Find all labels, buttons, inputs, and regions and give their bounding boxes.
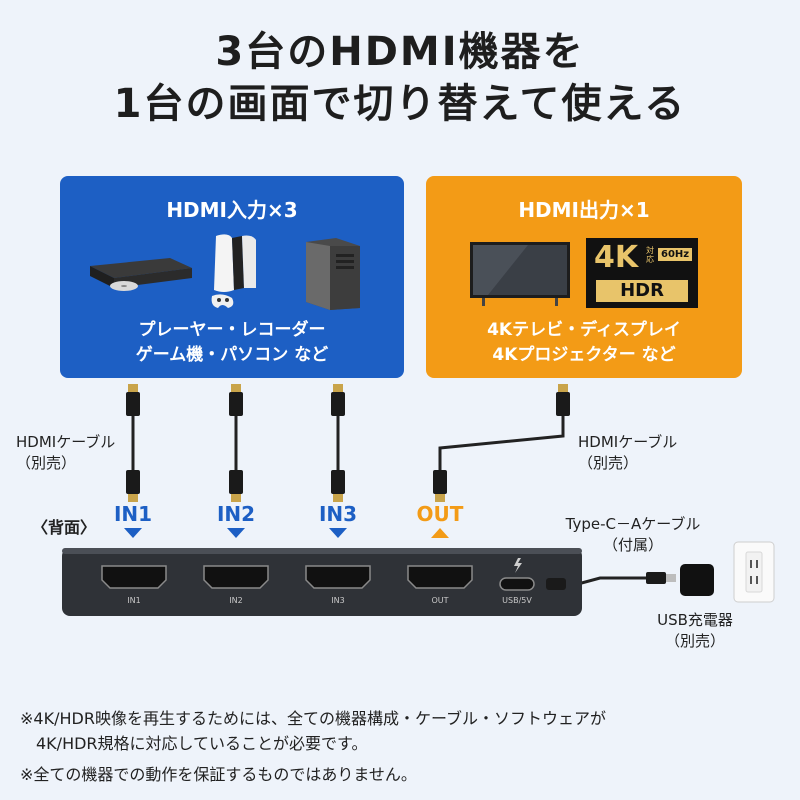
port-label-in2: IN2 — [216, 502, 256, 526]
input-panel-caption: プレーヤー・レコーダー ゲーム機・パソコン など — [60, 318, 404, 368]
headline-line2: 1台の画面で切り替えて使える — [113, 81, 687, 127]
4k-hdr-badge: 4K 対応 60Hz HDR — [586, 238, 698, 308]
input-caption-line2: ゲーム機・パソコン など — [135, 345, 329, 365]
port-label-out: OUT — [416, 502, 464, 526]
television-icon — [470, 242, 570, 306]
output-panel-caption: 4Kテレビ・ディスプレイ 4Kプロジェクター など — [426, 318, 742, 368]
hdmi-cable-left-line1: HDMIケーブル — [16, 433, 116, 451]
lightning-icon — [514, 558, 522, 573]
input-panel-title: HDMI入力×3 — [166, 198, 298, 222]
charger-line2: （別売） — [664, 632, 725, 650]
hdmi-cable-label-right: HDMIケーブル （別売） — [578, 432, 677, 474]
hdmi-cable-right-line2: （別売） — [578, 454, 639, 472]
hdmi-input-panel: HDMI入力×3 プレーヤー・レコーダー ゲーム機・パソコン など — [60, 176, 404, 378]
device-port-text-in3: IN3 — [331, 596, 345, 605]
output-caption-line1: 4Kテレビ・ディスプレイ — [487, 320, 681, 340]
usb-charger-label: USB充電器 （別売） — [640, 610, 750, 652]
back-side-label: 〈背面〉 — [32, 518, 97, 537]
badge-support-text: 対応 — [646, 246, 654, 264]
input-caption-line1: プレーヤー・レコーダー — [138, 320, 326, 340]
device-port-text-in1: IN1 — [127, 596, 141, 605]
usb-cable-line2: （付属） — [602, 536, 663, 554]
hdmi-cable-label-left: HDMIケーブル （別売） — [16, 432, 115, 474]
device-port-text-out: OUT — [431, 596, 449, 605]
arrow-in2 — [227, 528, 245, 538]
port-label-in3: IN3 — [318, 502, 358, 526]
arrow-in1 — [124, 528, 142, 538]
note-line2: 4K/HDR規格に対応していることが必要です。 — [20, 734, 368, 753]
cable-out — [438, 414, 565, 476]
blu-ray-player-icon — [90, 258, 192, 291]
output-panel-title: HDMI出力×1 — [518, 198, 650, 222]
device-port-text-in2: IN2 — [229, 596, 243, 605]
note-line3: ※全ての機器での動作を保証するものではありません。 — [20, 765, 417, 784]
charger-line1: USB充電器 — [657, 611, 733, 629]
note-line1: ※4K/HDR映像を再生するためには、全ての機器構成・ケーブル・ソフトウェアが — [20, 709, 606, 728]
usb-c-port — [499, 577, 535, 591]
usb-cable-line1: Type-C－Aケーブル — [565, 515, 701, 533]
hdmi-cable-right-line1: HDMIケーブル — [578, 433, 678, 451]
device-port-text-usb: USB/5V — [502, 596, 532, 605]
usb-charger-icon — [680, 564, 714, 596]
hdmi-port-out — [407, 565, 473, 589]
headline: 3台のHDMI機器を 1台の画面で切り替えて使える — [0, 26, 800, 130]
output-caption-line2: 4Kプロジェクター など — [492, 345, 676, 365]
badge-hdr-text: HDR — [596, 280, 688, 302]
hdmi-output-panel: HDMI出力×1 4K 対応 60Hz HDR 4Kテレビ・ディスプレイ 4Kプ… — [426, 176, 742, 378]
badge-60hz-text: 60Hz — [658, 248, 693, 261]
headline-line1: 3台のHDMI機器を — [215, 29, 585, 75]
usb-cable-label: Type-C－Aケーブル （付属） — [548, 514, 718, 556]
game-console-icon — [211, 234, 256, 308]
badge-4k-text: 4K — [594, 240, 639, 275]
hdmi-port-in2 — [203, 565, 269, 589]
hdmi-cable-left-line2: （別売） — [16, 454, 77, 472]
arrow-in3 — [329, 528, 347, 538]
desktop-pc-icon — [306, 238, 360, 310]
port-label-in1: IN1 — [113, 502, 153, 526]
hdmi-port-in3 — [305, 565, 371, 589]
hdmi-port-in1 — [101, 565, 167, 589]
arrow-out — [431, 528, 449, 538]
